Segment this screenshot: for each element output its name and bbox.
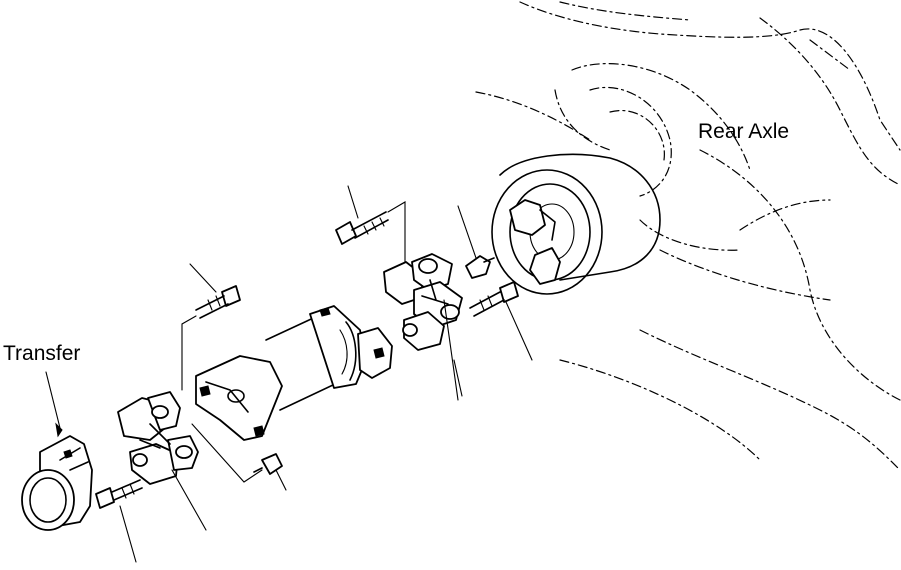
bolt-front-upper bbox=[181, 263, 241, 391]
transfer-label: Transfer bbox=[3, 342, 81, 365]
grease-fitting-front bbox=[191, 423, 287, 491]
rear-axle-housing bbox=[475, 1, 901, 471]
transfer-flange bbox=[21, 371, 93, 531]
rear-axle-label: Rear Axle bbox=[698, 120, 790, 143]
drive-shaft bbox=[195, 305, 393, 441]
bolt-rear-lower bbox=[469, 281, 533, 361]
grease-fitting-rear bbox=[457, 205, 495, 279]
leader-lines bbox=[453, 359, 463, 397]
universal-joint-front bbox=[117, 391, 207, 531]
universal-joint-rear bbox=[383, 253, 463, 401]
bolt-rear-upper bbox=[335, 185, 406, 271]
bolt-front-lower bbox=[95, 479, 143, 563]
